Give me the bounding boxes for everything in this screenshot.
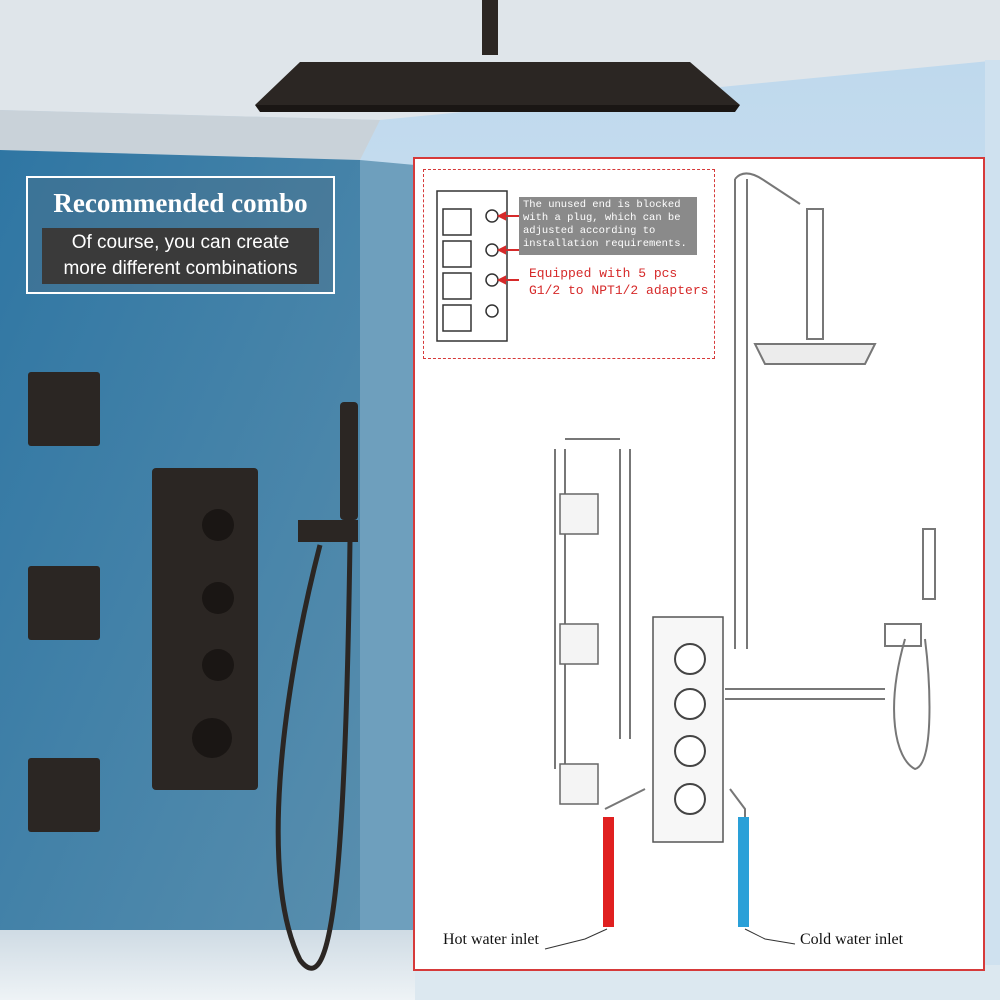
badge-subtitle: Of course, you can create more different… — [42, 228, 319, 284]
badge-title: Recommended combo — [53, 188, 308, 218]
adapter-inset — [423, 169, 715, 359]
valve-panel — [152, 468, 258, 790]
inset-valve-body — [436, 190, 508, 342]
body-spray-jets — [28, 372, 100, 832]
hot-pipe — [603, 817, 614, 927]
hot-water-inlet-label: Hot water inlet — [443, 931, 539, 948]
plug-note: The unused end is blocked with a plug, w… — [519, 197, 697, 255]
rain-shower-head — [255, 0, 740, 112]
installation-diagram: The unused end is blocked with a plug, w… — [413, 157, 985, 971]
recommended-combo-badge: Recommended combo Of course, you can cre… — [26, 176, 335, 294]
badge-subtitle-line1: Of course, you can create — [71, 232, 290, 253]
cold-water-inlet-label: Cold water inlet — [800, 931, 904, 948]
diagram-body-sprays — [559, 493, 599, 805]
diagram-valve — [652, 616, 724, 843]
badge-subtitle-line2: more different combinations — [63, 258, 298, 279]
diagram-drawing — [436, 172, 936, 950]
handheld-shower — [275, 402, 358, 971]
adapter-note: Equipped with 5 pcs G1/2 to NPT1/2 adapt… — [529, 266, 709, 298]
cold-pipe — [738, 817, 749, 927]
